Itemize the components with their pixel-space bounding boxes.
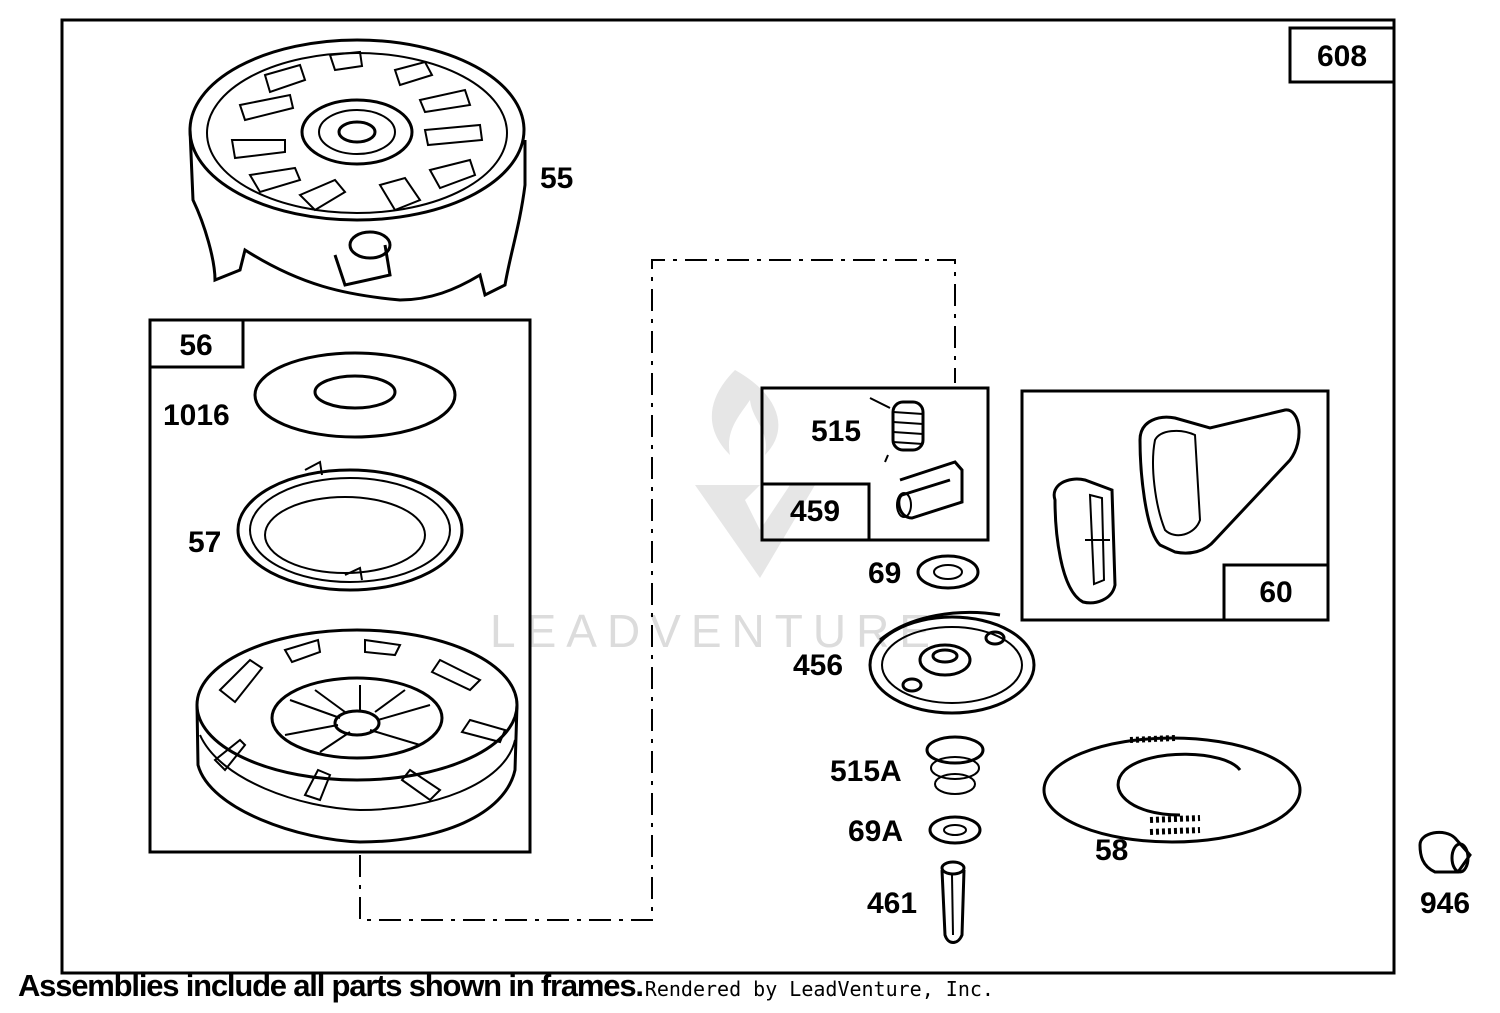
pin-461	[940, 860, 966, 944]
starter-handle-60	[1052, 408, 1301, 605]
frame-56	[148, 318, 532, 854]
starter-housing	[188, 38, 527, 302]
part-label-515: 515	[811, 415, 861, 448]
frame-60	[1020, 389, 1330, 622]
render-credit: Rendered by LeadVenture, Inc.	[644, 977, 994, 1001]
part-label-1016: 1016	[163, 399, 230, 432]
part-label-57: 57	[188, 526, 221, 559]
part-label-69: 69	[868, 557, 901, 590]
part-label-60: 60	[1259, 576, 1292, 609]
sleeve-946	[1418, 830, 1472, 874]
part-label-946: 946	[1420, 887, 1470, 920]
part-label-459: 459	[790, 495, 840, 528]
label-box-459	[760, 482, 871, 542]
starter-rope-58	[1042, 735, 1302, 844]
part-label-56: 56	[179, 329, 212, 362]
recoil-spring-57	[236, 460, 464, 592]
pawl-459	[896, 460, 964, 520]
spring-515	[869, 397, 925, 463]
watermark-logo-icon	[695, 370, 815, 578]
outer-frame	[60, 18, 1396, 975]
part-label-55: 55	[540, 162, 573, 195]
part-label-608: 608	[1317, 40, 1367, 73]
label-box-608	[1288, 26, 1396, 84]
part-label-456: 456	[793, 649, 843, 682]
retainer-456	[868, 610, 1036, 715]
washer-1016	[253, 351, 457, 439]
pulley	[195, 628, 519, 844]
spring-515a	[925, 735, 985, 795]
washer-69	[916, 554, 980, 590]
assembly-connector-line	[359, 259, 956, 921]
washer-69a	[928, 815, 982, 845]
label-box-60	[1222, 563, 1330, 622]
part-label-461: 461	[867, 887, 917, 920]
watermark-text: LEADVENTURE	[490, 605, 940, 657]
part-label-69a: 69A	[848, 815, 903, 848]
part-label-58: 58	[1095, 834, 1128, 867]
label-box-56	[148, 318, 245, 369]
part-label-515a: 515A	[830, 755, 902, 788]
frame-515-459	[760, 386, 990, 542]
footer: Assemblies include all parts shown in fr…	[18, 968, 994, 1004]
watermark: LEADVENTURE	[490, 370, 940, 657]
assembly-note: Assemblies include all parts shown in fr…	[18, 968, 644, 1003]
